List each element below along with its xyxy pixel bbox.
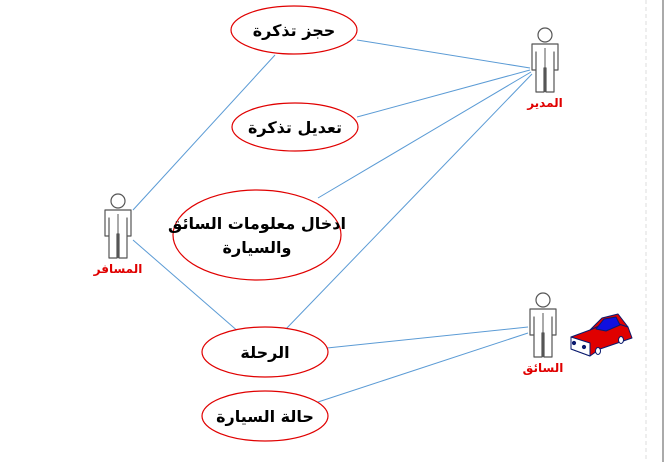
- person-icon: [104, 193, 132, 259]
- actor-driver[interactable]: السائق: [523, 292, 564, 375]
- use-case-trip[interactable]: الرحلة: [201, 326, 329, 378]
- use-case-book-ticket[interactable]: حجز تذكرة: [230, 5, 358, 55]
- association-driver-trip: [326, 326, 529, 349]
- use-case-label: ادخال معلومات السائق: [168, 214, 346, 233]
- use-case-label: حالة السيارة: [216, 407, 314, 426]
- car-icon: [570, 313, 633, 357]
- use-case-car-status[interactable]: حالة السيارة: [201, 390, 329, 442]
- use-case-label: حجز تذكرة: [253, 21, 336, 40]
- association-driver-status: [317, 332, 529, 403]
- use-case-edit-ticket[interactable]: تعديل تذكرة: [231, 102, 359, 152]
- association-manager-trip: [284, 73, 533, 331]
- use-case-label: والسيارة: [223, 238, 292, 257]
- use-case-enter-driver-car-info[interactable]: ادخال معلومات السائق والسيارة: [168, 189, 346, 281]
- use-case-label: تعديل تذكرة: [248, 118, 342, 137]
- actor-label: المدير: [526, 96, 563, 110]
- associations: [132, 39, 533, 403]
- actor-label: السائق: [523, 361, 564, 375]
- use-case-label: الرحلة: [240, 343, 289, 362]
- association-passenger-book: [132, 54, 276, 211]
- person-icon: [531, 27, 559, 93]
- association-passenger-trip: [132, 239, 241, 334]
- actor-manager[interactable]: المدير: [526, 27, 563, 110]
- actor-label: المسافر: [93, 262, 143, 276]
- person-icon: [529, 292, 557, 358]
- actor-passenger[interactable]: المسافر: [93, 193, 143, 276]
- association-manager-info: [317, 71, 532, 199]
- association-manager-edit: [356, 69, 531, 118]
- association-manager-book: [356, 39, 531, 69]
